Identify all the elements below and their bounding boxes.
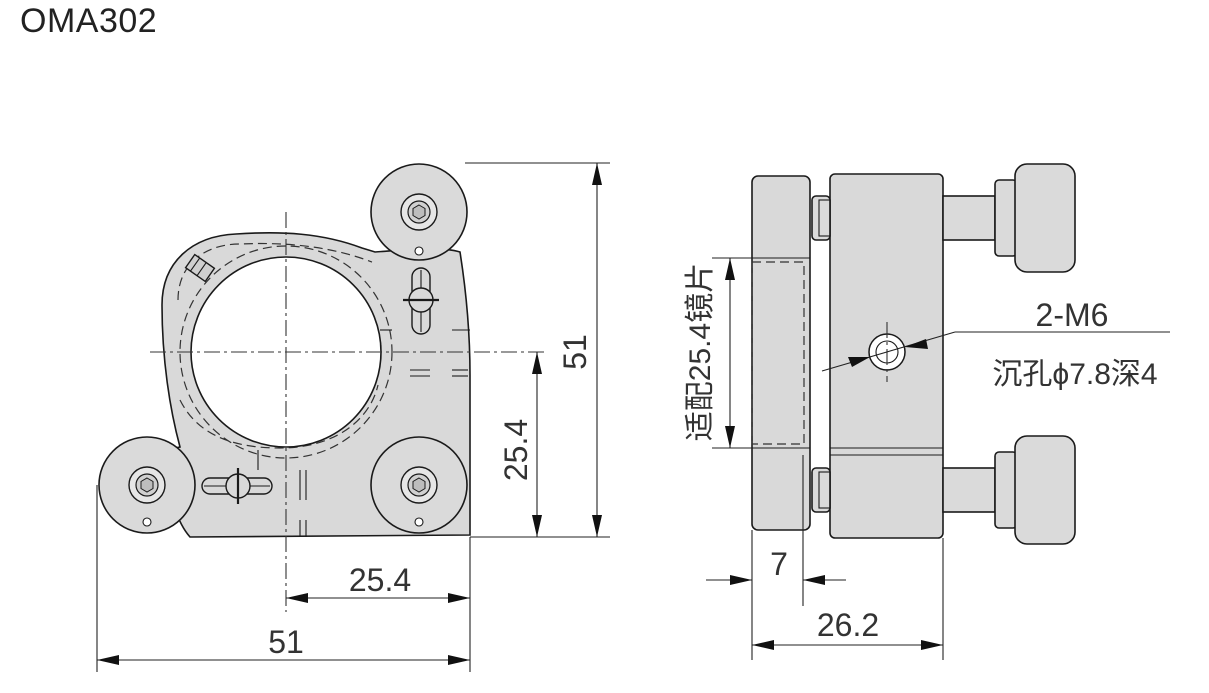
knob-collar-top: [994, 179, 1018, 257]
hidden-slots: [257, 329, 470, 537]
dim-optic-size: [712, 257, 752, 449]
knob-bottom-side: [1014, 435, 1076, 545]
shaft-top: [942, 195, 996, 241]
dim-total-depth: [752, 538, 944, 660]
knob-top-side: [1014, 163, 1076, 273]
dim-total-height: [465, 162, 610, 538]
dim-total-depth-label: 26.2: [817, 607, 879, 643]
knob-top-right: [370, 163, 468, 261]
dim-center-offset: [286, 537, 471, 672]
knob-collar-bottom: [994, 451, 1018, 529]
knob-bottom-right: [370, 436, 468, 534]
adjuster-slot-horizontal: [201, 468, 273, 504]
shaft-bottom: [942, 467, 996, 513]
dim-center-offset-label: 25.4: [349, 562, 411, 598]
stud-bottom: [811, 467, 831, 513]
front-plate: [751, 175, 811, 531]
optic-pocket-hidden: [751, 261, 805, 445]
dim-plate-thickness-label: 7: [770, 546, 788, 582]
side-view: 2-M6 沉孔ϕ7.8深4 适配25.4镜片 7 26.2: [684, 163, 1170, 660]
mount-rim-hidden-lower: [179, 384, 379, 449]
dim-optic-size-label: 适配25.4镜片: [684, 263, 717, 441]
set-screw-icon: [184, 253, 216, 283]
hole-leader: [821, 331, 1170, 372]
dim-total-width: [96, 485, 470, 672]
page-title: OMA302: [20, 2, 158, 40]
dim-center-height-label: 25.4: [498, 419, 534, 481]
dim-total-height-label: 51: [557, 334, 593, 370]
dim-plate-thickness: [706, 455, 846, 660]
hole-spec-label: 2-M6: [1036, 297, 1109, 333]
dim-total-width-label: 51: [268, 624, 304, 660]
stud-top: [811, 195, 831, 241]
counterbore-label: 沉孔ϕ7.8深4: [992, 358, 1157, 391]
mount-rim-hidden: [177, 242, 373, 301]
knob-bottom-left: [98, 436, 196, 534]
front-view: 51 25.4 25.4 51: [96, 162, 610, 672]
aperture-hidden-ring: [179, 245, 393, 459]
dim-center-height: [532, 352, 542, 537]
adjuster-slot-vertical: [403, 267, 439, 335]
